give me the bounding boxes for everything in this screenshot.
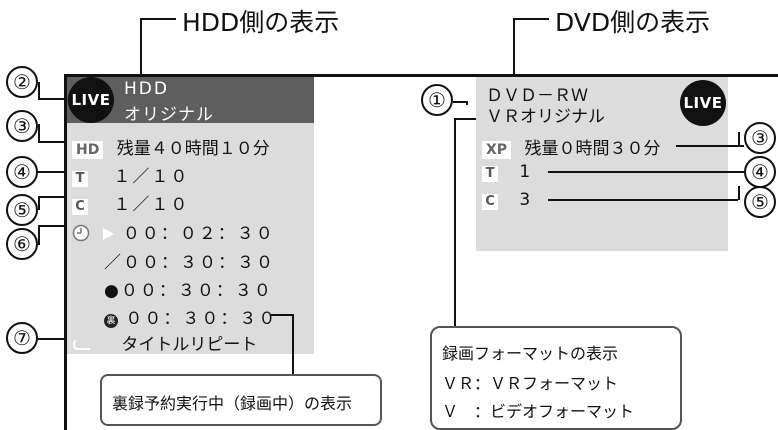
hdd-title-count: １／１０ [113,167,190,187]
marker-4-right: ④ [744,156,776,188]
xp-tag: XP [482,141,512,159]
ura-connector-v [292,314,294,374]
dvd-title-2: ＶＲオリジナル [486,107,605,127]
hdd-time-ura-row: 裏 ００：３０：３０ [104,304,277,329]
dvd-title-row: T 1 [482,162,532,182]
format-connector-v [454,118,456,330]
hdd-title-2: オリジナル [124,105,214,125]
ura-rec-icon: 裏 [104,314,118,328]
marker-2-line [38,82,40,100]
marker-5-right-line [548,199,738,201]
marker-5-line-h [38,196,66,198]
hdd-live-badge: LIVE [68,77,114,123]
hd-tag: HD [72,141,104,159]
dvd-heading-line-h [513,18,549,20]
dvd-chapter-count: 3 [519,190,533,210]
format-note-line1: ＶＲ：ＶＲフォーマット [442,374,619,393]
screen-left-border [64,74,67,430]
marker-3-line [38,124,40,142]
hdd-time-play-row: ００：０２：３０ [72,219,275,244]
dvd-heading: DVD側の表示 [555,8,711,37]
hdd-title-row: T １／１０ [72,162,189,187]
dvd-heading-line-v [513,18,515,74]
hdd-panel [67,77,314,354]
marker-1: ① [421,84,453,116]
clock-icon [72,224,90,242]
title-icon: T [72,171,88,187]
marker-4: ④ [6,156,38,188]
repeat-icon [72,340,90,350]
format-connector-h [454,118,476,120]
dvd-title-count: 1 [519,162,533,182]
hdd-repeat-row: タイトルリピート [72,330,257,355]
marker-5-line [38,196,40,210]
screen-top-border [64,74,778,77]
dvd-title-1: ＤＶＤ－ＲＷ [486,86,588,106]
dvd-title-icon: T [482,166,498,182]
marker-6: ⑥ [6,228,38,260]
marker-1-line [453,101,467,103]
dvd-chapter-row: C 3 [482,190,532,210]
hdd-time-play: ００：０２：３０ [122,224,275,244]
hdd-heading: HDD側の表示 [182,8,340,37]
format-note-box: 録画フォーマットの表示 ＶＲ：ＶＲフォーマット Ｖ ：ビデオフォーマット [430,326,682,430]
marker-3: ③ [6,110,38,142]
hdd-chapter-count: １／１０ [113,195,190,215]
marker-4-right-line [548,171,744,173]
dvd-live-badge: LIVE [680,80,726,126]
marker-3-right-line [676,145,744,147]
hdd-heading-line-h [140,18,176,20]
dvd-remain: 残量０時間３０分 [524,139,661,159]
hdd-heading-line-v [140,18,142,74]
marker-5: ⑤ [6,194,38,226]
hdd-remain: 残量４０時間１０分 [116,139,270,159]
marker-6-line-h [38,225,66,227]
marker-3-right: ③ [744,122,776,154]
marker-7: ⑦ [6,322,38,354]
marker-1-line-v [466,101,468,105]
marker-5-right-line-v [738,186,740,200]
hdd-chapter-row: C １／１０ [72,190,189,215]
format-note-title: 録画フォーマットの表示 [442,344,619,363]
hdd-time-total: ／００：３０：３０ [104,253,275,273]
hdd-time-ura: ００：３０：３０ [125,309,278,329]
hdd-remain-row: HD 残量４０時間１０分 [72,134,270,159]
marker-4-line [38,171,66,173]
chapter-icon: C [72,199,88,215]
marker-5-right: ⑤ [744,186,776,218]
hdd-time-rec: ●００：３０：３０ [104,281,273,301]
format-note-line2: Ｖ ：ビデオフォーマット [442,402,635,421]
ura-note-text: 裏録予約実行中（録画中）の表示 [112,394,353,413]
marker-7-line [38,338,66,340]
dvd-remain-row: XP 残量０時間３０分 [482,134,660,159]
marker-6-line [38,225,40,245]
marker-2-line-h [38,98,66,100]
hdd-repeat: タイトルリピート [121,335,258,355]
marker-2: ② [6,66,38,98]
ura-connector-h [270,314,294,316]
marker-3-right-line-v [738,132,740,146]
marker-3-line-h [38,141,66,143]
dvd-chapter-icon: C [482,194,498,210]
ura-note-box: 裏録予約実行中（録画中）の表示 [100,374,382,426]
hdd-title-1: HDD [124,79,169,99]
play-icon [103,228,115,240]
